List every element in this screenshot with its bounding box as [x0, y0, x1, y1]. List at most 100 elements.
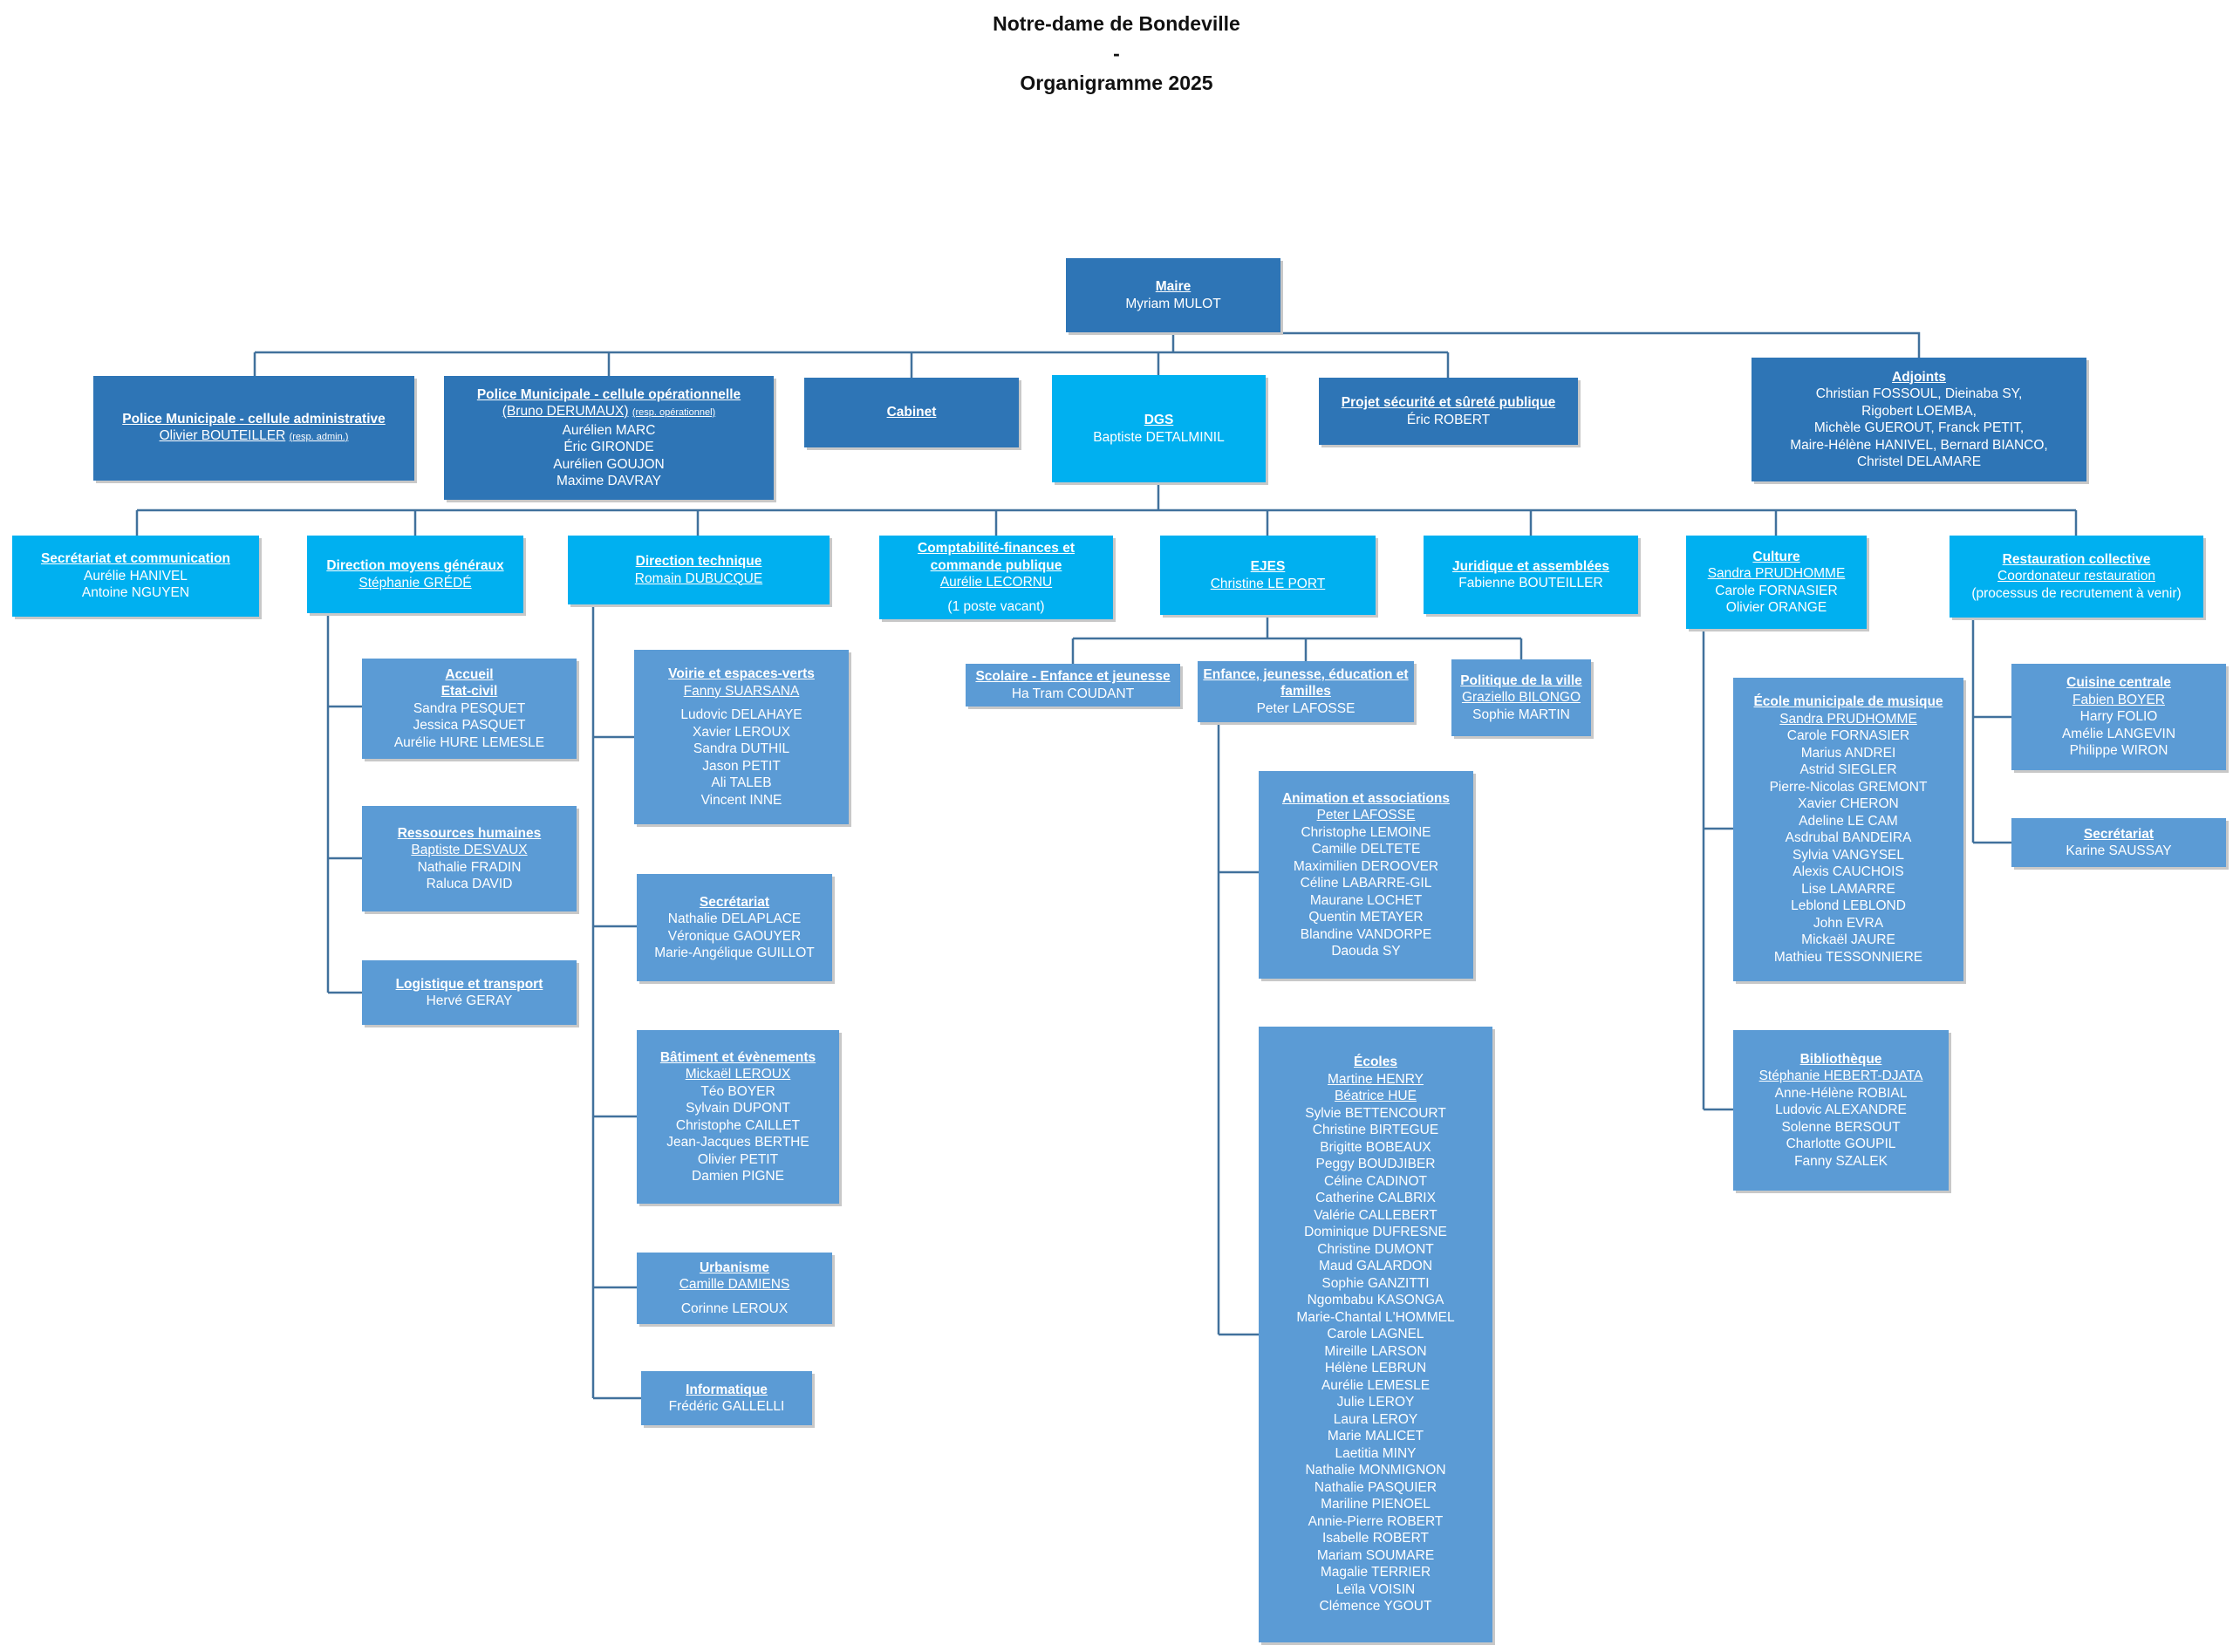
- node-ecoles[interactable]: Écoles Martine HENRY Béatrice HUE Sylvie…: [1259, 1027, 1492, 1642]
- node-comptabilite-finances-title: Comptabilité-finances et commande publiq…: [918, 541, 1075, 573]
- node-restauration-collective[interactable]: Restauration collective Coordonateur res…: [1950, 536, 2203, 618]
- node-voirie-espaces-verts[interactable]: Voirie et espaces-verts Fanny SUARSANA L…: [634, 650, 849, 824]
- node-politique-ville[interactable]: Politique de la ville Graziello BILONGO …: [1451, 659, 1591, 736]
- node-ecoles-line-20: Marie MALICET: [1327, 1429, 1424, 1444]
- node-juridique-assemblees[interactable]: Juridique et assemblées Fabienne BOUTEIL…: [1424, 536, 1638, 614]
- node-maire-title: Maire: [1155, 279, 1192, 294]
- node-scolaire-line-1: Ha Tram COUDANT: [1011, 686, 1135, 701]
- node-culture[interactable]: Culture Sandra PRUDHOMME Carole FORNASIE…: [1686, 536, 1867, 629]
- node-ejes-title: EJES: [1250, 559, 1286, 574]
- node-animation-line-1: Christophe LEMOINE: [1301, 824, 1431, 840]
- node-batiment-evenements[interactable]: Bâtiment et évènements Mickaël LEROUX Té…: [637, 1030, 839, 1204]
- node-batiment-line-5: Olivier PETIT: [697, 1151, 779, 1167]
- node-projet-securite[interactable]: Projet sécurité et sûreté publique Éric …: [1319, 378, 1578, 445]
- node-police-oper-line-2: Éric GIRONDE: [563, 440, 654, 454]
- node-bibliotheque-line-5: Fanny SZALEK: [1794, 1153, 1888, 1169]
- node-cuisine-centrale-line-2: Amélie LANGEVIN: [2061, 726, 2176, 741]
- node-politique-ville-resp: Graziello BILONGO: [1461, 690, 1581, 706]
- node-secretariat-communication-title: Secrétariat et communication: [40, 551, 231, 567]
- node-bibliotheque[interactable]: Bibliothèque Stéphanie HEBERT-DJATA Anne…: [1733, 1030, 1949, 1191]
- node-ecoles-line-26: Isabelle ROBERT: [1321, 1531, 1430, 1546]
- node-cabinet[interactable]: Cabinet: [804, 378, 1019, 447]
- node-politique-ville-line-1: Sophie MARTIN: [1472, 707, 1570, 722]
- node-projet-securite-line-1: Éric ROBERT: [1406, 412, 1491, 427]
- node-ecoles-line-11: Sophie GANZITTI: [1321, 1275, 1430, 1291]
- node-voirie-line-3: Sandra DUTHIL: [693, 741, 790, 756]
- node-restauration-collective-line-1: (processus de recrutement à venir): [1971, 585, 2182, 601]
- node-maire-line-1: Myriam MULOT: [1125, 296, 1221, 311]
- node-animation-line-2: Camille DELTETE: [1311, 842, 1421, 857]
- node-ecole-musique-line-3: Astrid SIEGLER: [1799, 762, 1897, 777]
- node-accueil-etat-civil[interactable]: Accueil Etat-civil Sandra PESQUET Jessic…: [362, 659, 577, 759]
- node-logistique-transport-title: Logistique et transport: [395, 976, 543, 992]
- node-police-admin-resp-note: (resp. admin.): [289, 432, 349, 442]
- node-enfance-title: Enfance, jeunesse, éducation et familles: [1203, 666, 1409, 700]
- node-cuisine-centrale[interactable]: Cuisine centrale Fabien BOYER Harry FOLI…: [2011, 664, 2226, 770]
- node-cuisine-centrale-resp: Fabien BOYER: [2073, 692, 2165, 707]
- node-ecole-musique-line-2: Marius ANDREI: [1800, 745, 1896, 761]
- node-informatique[interactable]: Informatique Frédéric GALLELLI: [641, 1371, 812, 1425]
- node-urbanisme-title: Urbanisme: [699, 1259, 770, 1275]
- line-maire-adjoints: [1280, 331, 1921, 358]
- node-animation-line-4: Céline LABARRE-GIL: [1300, 876, 1432, 891]
- node-secretariat-restauration-line-1: Karine SAUSSAY: [2066, 843, 2172, 858]
- node-comptabilite-finances-note: (1 poste vacant): [947, 598, 1045, 614]
- node-adjoints-line-1: Christian FOSSOUL, Dieinaba SY,: [1815, 386, 2023, 401]
- node-direction-technique-title: Direction technique: [635, 554, 762, 569]
- node-ecole-musique-line-9: Alexis CAUCHOIS: [1793, 864, 1904, 879]
- node-secretariat-dt-title: Secrétariat: [699, 894, 770, 910]
- node-secretariat-restauration[interactable]: Secrétariat Karine SAUSSAY: [2011, 818, 2226, 867]
- node-maire[interactable]: Maire Myriam MULOT: [1066, 258, 1280, 332]
- node-comptabilite-finances[interactable]: Comptabilité-finances et commande publiq…: [879, 536, 1113, 619]
- node-secretariat-communication[interactable]: Secrétariat et communication Aurélie HAN…: [12, 536, 259, 617]
- node-dgs[interactable]: DGS Baptiste DETALMINIL: [1052, 375, 1266, 482]
- node-animation-associations[interactable]: Animation et associations Peter LAFOSSE …: [1259, 771, 1473, 979]
- node-ecoles-line-21: Laetitia MINY: [1335, 1445, 1417, 1461]
- node-ecoles-line-16: Hélène LEBRUN: [1324, 1361, 1427, 1376]
- node-direction-technique[interactable]: Direction technique Romain DUBUCQUE: [568, 536, 830, 604]
- node-ecoles-resp-1: Martine HENRY: [1328, 1071, 1424, 1087]
- node-urbanisme-line-1: Corinne LEROUX: [680, 1300, 789, 1316]
- node-ecole-musique-resp: Sandra PRUDHOMME: [1779, 711, 1917, 727]
- node-ecoles-line-12: Ngombabu KASONGA: [1307, 1293, 1444, 1308]
- line-culture-children: [1702, 629, 1733, 1111]
- node-ejes[interactable]: EJES Christine LE PORT: [1160, 536, 1376, 615]
- node-adjoints-line-2: Rigobert LOEMBA,: [1861, 403, 1977, 419]
- node-ressources-humaines[interactable]: Ressources humaines Baptiste DESVAUX Nat…: [362, 806, 577, 911]
- node-enfance-line-1: Peter LAFOSSE: [1256, 700, 1356, 716]
- node-police-oper-resp-note: (resp. opérationnel): [632, 407, 716, 418]
- node-animation-line-3: Maximilien DEROOVER: [1293, 858, 1439, 874]
- node-ecoles-resp-2: Béatrice HUE: [1335, 1089, 1417, 1104]
- node-urbanisme-resp: Camille DAMIENS: [679, 1277, 790, 1293]
- node-ecoles-line-8: Dominique DUFRESNE: [1304, 1225, 1447, 1240]
- node-logistique-transport[interactable]: Logistique et transport Hervé GERAY: [362, 960, 577, 1025]
- node-batiment-line-1: Téo BOYER: [700, 1083, 775, 1099]
- node-scolaire-enfance-jeunesse[interactable]: Scolaire - Enfance et jeunesse Ha Tram C…: [966, 664, 1180, 707]
- node-animation-title: Animation et associations: [1281, 790, 1451, 806]
- node-ecoles-line-28: Magalie TERRIER: [1320, 1565, 1431, 1580]
- node-urbanisme[interactable]: Urbanisme Camille DAMIENS Corinne LEROUX: [637, 1253, 832, 1324]
- node-ecoles-line-27: Mariam SOUMARE: [1316, 1547, 1435, 1563]
- node-animation-resp: Peter LAFOSSE: [1316, 808, 1416, 823]
- node-enfance-jeunesse-education[interactable]: Enfance, jeunesse, éducation et familles…: [1198, 661, 1414, 722]
- title-line-3: Organigramme 2025: [1020, 72, 1213, 94]
- node-police-admin[interactable]: Police Municipale - cellule administrati…: [93, 376, 414, 481]
- node-ecole-musique-line-7: Asdrubal BANDEIRA: [1785, 830, 1912, 845]
- node-ecole-musique[interactable]: École municipale de musique Sandra PRUDH…: [1733, 678, 1963, 981]
- line-dt-children: [591, 604, 641, 1400]
- node-adjoints[interactable]: Adjoints Christian FOSSOUL, Dieinaba SY,…: [1752, 358, 2086, 481]
- node-direction-moyens-generaux-title: Direction moyens généraux: [326, 558, 504, 573]
- node-direction-moyens-generaux[interactable]: Direction moyens généraux Stéphanie GRÉD…: [307, 536, 523, 613]
- node-ecole-musique-line-6: Adeline LE CAM: [1799, 813, 1898, 829]
- node-ecoles-line-25: Annie-Pierre ROBERT: [1308, 1513, 1444, 1529]
- node-ecoles-line-29: Leïla VOISIN: [1335, 1581, 1416, 1597]
- node-ecoles-line-14: Carole LAGNEL: [1327, 1327, 1424, 1342]
- node-accueil-title: Accueil: [445, 666, 494, 682]
- node-police-oper[interactable]: Police Municipale - cellule opérationnel…: [444, 376, 774, 500]
- line-ejes-children: [1071, 615, 1523, 664]
- node-ecoles-line-9: Christine DUMONT: [1317, 1241, 1434, 1257]
- node-ecoles-line-13: Marie-Chantal L'HOMMEL: [1296, 1309, 1455, 1325]
- node-secretariat-dt[interactable]: Secrétariat Nathalie DELAPLACE Véronique…: [637, 874, 832, 981]
- node-secretariat-dt-line-3: Marie-Angélique GUILLOT: [654, 945, 815, 960]
